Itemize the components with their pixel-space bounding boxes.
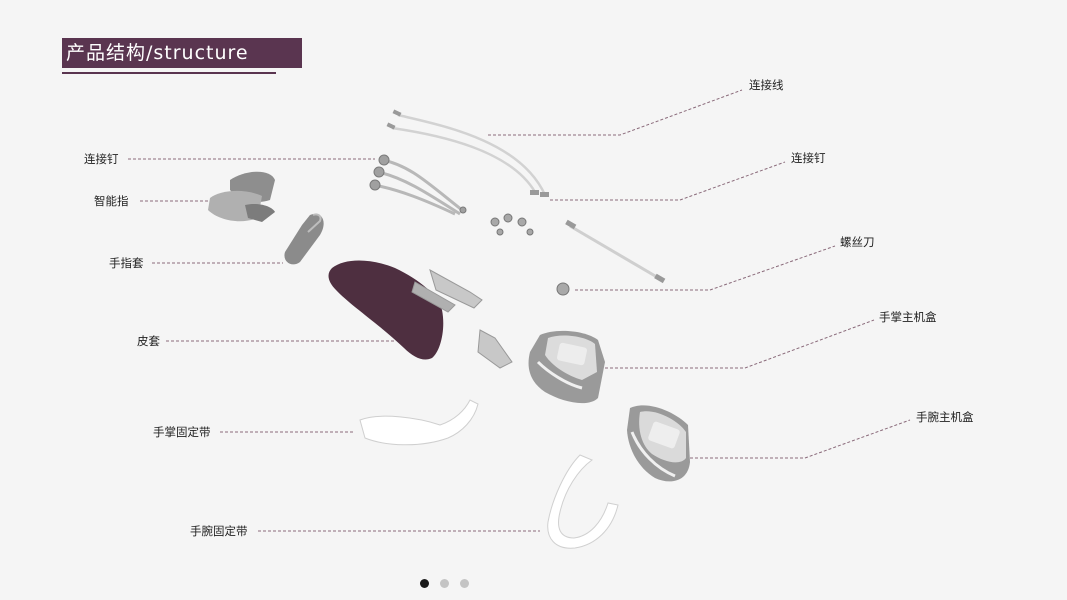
part-palm-host-box (528, 330, 605, 404)
leader-connecting-wire (488, 89, 743, 136)
label-connecting-pin-left: 连接钉 (84, 152, 119, 166)
page-dot-2[interactable] (440, 579, 449, 588)
page-title: 产品结构/structure (66, 42, 249, 64)
part-small-pins (490, 213, 534, 236)
page-dot-3[interactable] (460, 579, 469, 588)
part-connecting-pins-left (373, 158, 463, 216)
label-palm-host-box: 手掌主机盒 (879, 310, 937, 324)
label-wrist-strap: 手腕固定带 (190, 524, 248, 538)
part-wrist-host-box (627, 405, 690, 482)
label-connecting-pin-right: 连接钉 (791, 151, 826, 165)
part-screwdriver (556, 219, 666, 296)
part-finger-sleeve (284, 213, 324, 265)
label-leather-case: 皮套 (137, 334, 160, 348)
part-wrist-strap (547, 454, 619, 549)
part-clips (411, 268, 513, 369)
part-palm-strap (359, 399, 479, 446)
leader-connecting-pin-right (550, 161, 786, 201)
leader-screwdriver (575, 245, 836, 291)
label-smart-finger: 智能指 (94, 194, 129, 208)
title-banner (62, 38, 302, 68)
label-wrist-host-box: 手腕主机盒 (916, 410, 974, 424)
leader-wrist-host-box (685, 419, 911, 459)
label-screwdriver: 螺丝刀 (840, 235, 875, 249)
part-smart-finger (208, 171, 275, 222)
page-dot-1[interactable] (420, 579, 429, 588)
title-underline (62, 72, 276, 74)
pagination (420, 579, 469, 588)
part-connecting-wire (391, 113, 547, 196)
part-leather-case (328, 260, 444, 360)
label-connecting-wire: 连接线 (749, 78, 784, 92)
label-palm-strap: 手掌固定带 (153, 425, 211, 439)
label-finger-sleeve: 手指套 (109, 256, 144, 270)
leader-palm-host-box (600, 319, 875, 369)
